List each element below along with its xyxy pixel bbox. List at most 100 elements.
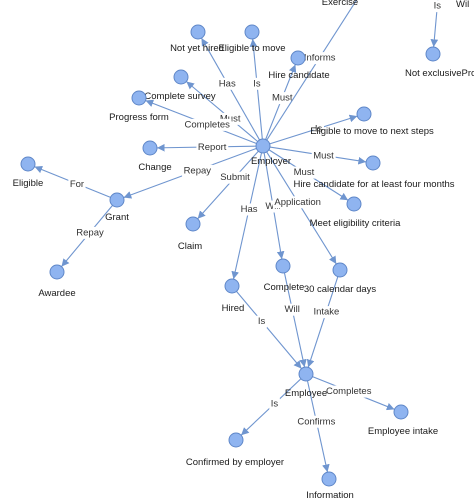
node-circle[interactable] [290, 50, 306, 66]
edge-employer-to-hired [231, 152, 263, 280]
node-eligible[interactable]: Eligible [13, 156, 44, 189]
node-confirmed-by-employer[interactable]: Confirmed by employer [186, 432, 284, 468]
node-label: 30 calendar days [304, 284, 377, 295]
edge-label: Intake [313, 307, 339, 318]
edge-label: Informs [304, 53, 336, 64]
edge-label: Confirms [297, 416, 335, 427]
node-hire-candidate[interactable]: Hire candidate [268, 50, 330, 81]
edge-label: Is [434, 1, 442, 12]
node-label: Wil [456, 0, 469, 10]
node-information[interactable]: Information [306, 471, 354, 501]
edge-label-background [74, 226, 106, 239]
node-meet-criteria[interactable]: Meet eligibility criteria [310, 196, 402, 229]
node-circle[interactable] [228, 432, 244, 448]
edge-label: Will [285, 304, 300, 315]
edge-label: Must [313, 150, 334, 161]
edge-label-background [196, 141, 229, 154]
node-hired[interactable]: Hired [222, 278, 245, 314]
node-label: Change [138, 162, 171, 173]
edge-complete-to-employee [283, 272, 307, 368]
node-circle[interactable] [365, 155, 381, 171]
edge-label: Completes [326, 386, 372, 397]
node-circle[interactable] [255, 138, 271, 154]
node-not-yet-hired[interactable]: Not yet hired [170, 24, 224, 54]
node-circle[interactable] [275, 258, 291, 274]
node-circle[interactable] [298, 366, 314, 382]
edge-label-background [218, 171, 252, 184]
edge-label-background [217, 77, 238, 90]
edge-label-background [269, 398, 280, 411]
node-circle[interactable] [356, 106, 372, 122]
node-awardee[interactable]: Awardee [38, 264, 76, 299]
edge-label: Is [253, 78, 261, 89]
node-circle[interactable] [332, 262, 348, 278]
edge-label-background [302, 52, 338, 65]
node-eligible-to-move[interactable]: Eligible to move [218, 24, 286, 54]
node-eligible-next-steps[interactable]: Eligible to move to next steps [310, 106, 434, 137]
node-label: Eligible [13, 178, 44, 189]
node-label: Complete [264, 282, 305, 293]
edge-label-background [251, 77, 263, 90]
node-circle[interactable] [224, 278, 240, 294]
edge-label: Must [294, 167, 315, 178]
node-claim[interactable]: Claim [178, 216, 202, 252]
node-progress-form[interactable]: Progress form [109, 90, 169, 123]
node-exercise[interactable]: Exercise [322, 0, 358, 8]
edge-label-background [272, 196, 323, 209]
node-label: Eligible to move [218, 43, 285, 54]
edge-hired-to-employee [236, 291, 302, 369]
edge-label-background [432, 0, 443, 13]
edge-label-background [295, 415, 338, 428]
node-label: Not exclusivePro [405, 68, 474, 79]
node-circle[interactable] [190, 24, 206, 40]
node-label: Hire candidate for at least four months [293, 179, 454, 190]
node-circle[interactable] [346, 196, 362, 212]
node-not-exclusive[interactable]: Not exclusivePro [405, 46, 474, 79]
edge-label-background [311, 306, 341, 319]
edge-label-background [270, 92, 295, 105]
edge-label-background [182, 164, 213, 177]
node-circle[interactable] [109, 192, 125, 208]
edge-label: Completes [184, 119, 230, 130]
node-change[interactable]: Change [138, 140, 172, 173]
node-employer[interactable]: Employer [251, 138, 291, 167]
node-circle[interactable] [393, 404, 409, 420]
node-label: Claim [178, 241, 202, 252]
node-circle[interactable] [173, 69, 189, 85]
node-circle[interactable] [425, 46, 441, 62]
node-label: Complete survey [144, 91, 216, 102]
edge-label: Is [315, 123, 323, 134]
node-complete-survey[interactable]: Complete survey [144, 69, 216, 102]
node-circle[interactable] [321, 471, 337, 487]
edge-employer-to-complete-survey [186, 81, 258, 142]
node-circle[interactable] [244, 24, 260, 40]
edge-label: Report [198, 142, 227, 153]
edge-label-background [239, 203, 260, 216]
node-circle[interactable] [131, 90, 147, 106]
edge-label-background [313, 122, 324, 135]
edge-label: Repay [76, 227, 104, 238]
node-employee[interactable]: Employee [285, 366, 327, 399]
node-grant[interactable]: Grant [105, 192, 129, 223]
edge-label: Is [258, 316, 266, 327]
node-label: Information [306, 490, 354, 501]
node-circle[interactable] [142, 140, 158, 156]
node-label: Employer [251, 156, 291, 167]
node-wil-fragment[interactable]: Wil [456, 0, 469, 10]
node-circle[interactable] [49, 264, 65, 280]
edge-label-background [311, 149, 336, 162]
node-complete[interactable]: Complete [264, 258, 305, 293]
node-thirty-days[interactable]: 30 calendar days [304, 262, 377, 295]
node-circle[interactable] [20, 156, 36, 172]
edge-label: Repay [184, 165, 212, 176]
node-label: Progress form [109, 112, 169, 123]
node-label: Confirmed by employer [186, 457, 284, 468]
node-label: Awardee [38, 288, 75, 299]
node-circle[interactable] [185, 216, 201, 232]
node-hire-four-months[interactable]: Hire candidate for at least four months [293, 155, 455, 190]
node-employee-intake[interactable]: Employee intake [368, 404, 438, 437]
edge-label-background [324, 385, 374, 398]
node-label: Meet eligibility criteria [310, 218, 402, 229]
